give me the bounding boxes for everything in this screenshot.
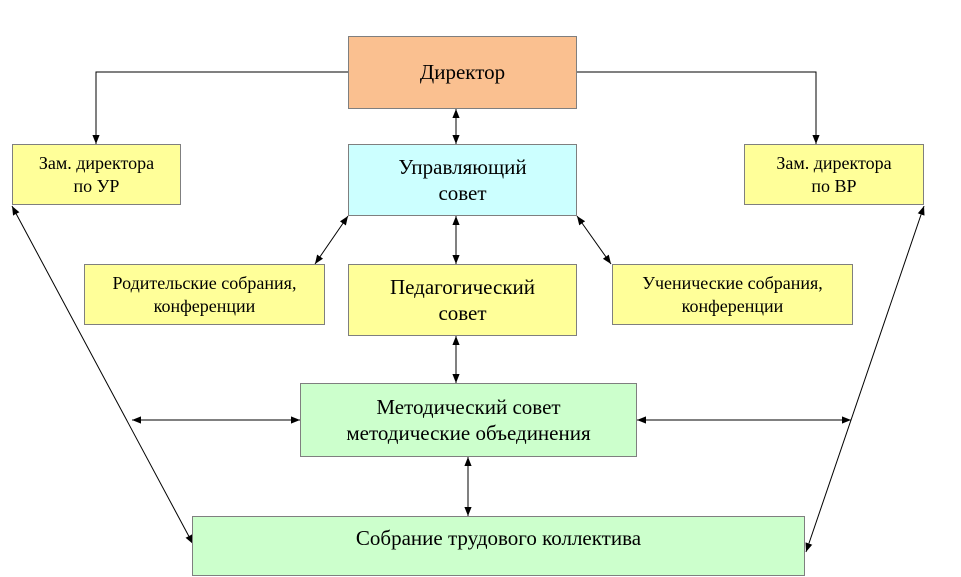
node-deputy-ur-line1: Зам. директора xyxy=(38,153,155,173)
node-pedagogical-council-line1: Педагогический xyxy=(389,274,536,299)
edge-director-deputy-vr xyxy=(577,71,820,144)
node-staff-meeting: Собрание трудового коллектива xyxy=(192,516,805,576)
node-student-meetings-line1: Ученические собрания, xyxy=(642,273,823,293)
node-deputy-ur: Зам. директора по УР xyxy=(12,144,181,205)
node-methodical-council-line1: Методический совет xyxy=(376,394,561,419)
node-governing-council-line1: Управляющий xyxy=(398,154,527,179)
node-staff-meeting-label: Собрание трудового коллектива xyxy=(355,526,642,550)
node-methodical-council-line2: методические объединения xyxy=(346,421,591,445)
edge-governing-parents xyxy=(314,215,349,265)
node-governing-council: Управляющий совет xyxy=(348,144,577,216)
node-parent-meetings-line2: конференции xyxy=(153,295,256,316)
node-student-meetings: Ученические собрания, конференции xyxy=(612,264,853,325)
node-deputy-vr: Зам. директора по ВР xyxy=(744,144,924,205)
node-deputy-vr-line1: Зам. директора xyxy=(776,153,892,173)
edge-governing-students xyxy=(576,215,612,265)
edge-director-deputy-ur xyxy=(92,71,348,144)
node-deputy-vr-line2: по ВР xyxy=(811,175,857,196)
node-deputy-ur-line2: по УР xyxy=(73,175,120,196)
node-pedagogical-council-line2: совет xyxy=(438,301,487,325)
node-methodical-council: Методический совет методические объедине… xyxy=(300,383,637,457)
edge-deputy-vr-staff xyxy=(805,205,925,553)
node-student-meetings-line2: конференции xyxy=(681,295,784,316)
node-parent-meetings-line1: Родительские собрания, xyxy=(112,273,297,293)
node-director: Директор xyxy=(348,36,577,109)
node-governing-council-line2: совет xyxy=(438,181,487,205)
edge-deputy-ur-staff xyxy=(11,205,194,545)
node-director-label: Директор xyxy=(419,60,506,85)
node-pedagogical-council: Педагогический совет xyxy=(348,264,577,336)
node-parent-meetings: Родительские собрания, конференции xyxy=(84,264,325,325)
